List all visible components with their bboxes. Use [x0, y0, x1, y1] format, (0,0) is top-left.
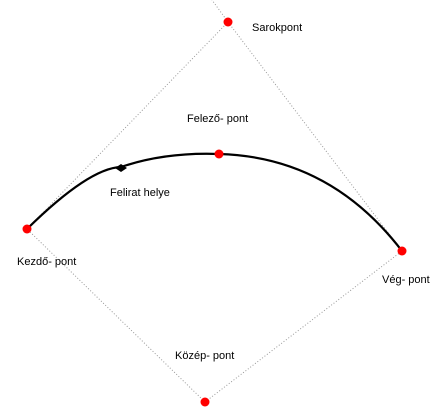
- midpoint-label: Felező- pont: [187, 113, 248, 125]
- arc-curve: [26, 152, 403, 252]
- end-point: [397, 246, 407, 256]
- label-position-marker: [115, 164, 127, 172]
- start-point: [22, 224, 32, 234]
- guide-start-to-corner: [26, 21, 229, 230]
- control-points: [22, 17, 407, 407]
- corner-label: Sarokpont: [252, 22, 302, 34]
- end-label: Vég- pont: [382, 274, 430, 286]
- center-label: Közép- pont: [175, 350, 234, 362]
- guide-corner-to-end: [227, 21, 403, 252]
- start-label: Kezdő- pont: [17, 256, 76, 268]
- center-point: [200, 397, 210, 407]
- corner-point: [223, 17, 233, 27]
- construction-lines: [26, 0, 403, 403]
- guide-center-to-end: [204, 250, 403, 403]
- label-position-label: Felirat helye: [110, 187, 170, 199]
- midpoint-point: [214, 149, 224, 159]
- guide-center-to-start: [26, 228, 206, 403]
